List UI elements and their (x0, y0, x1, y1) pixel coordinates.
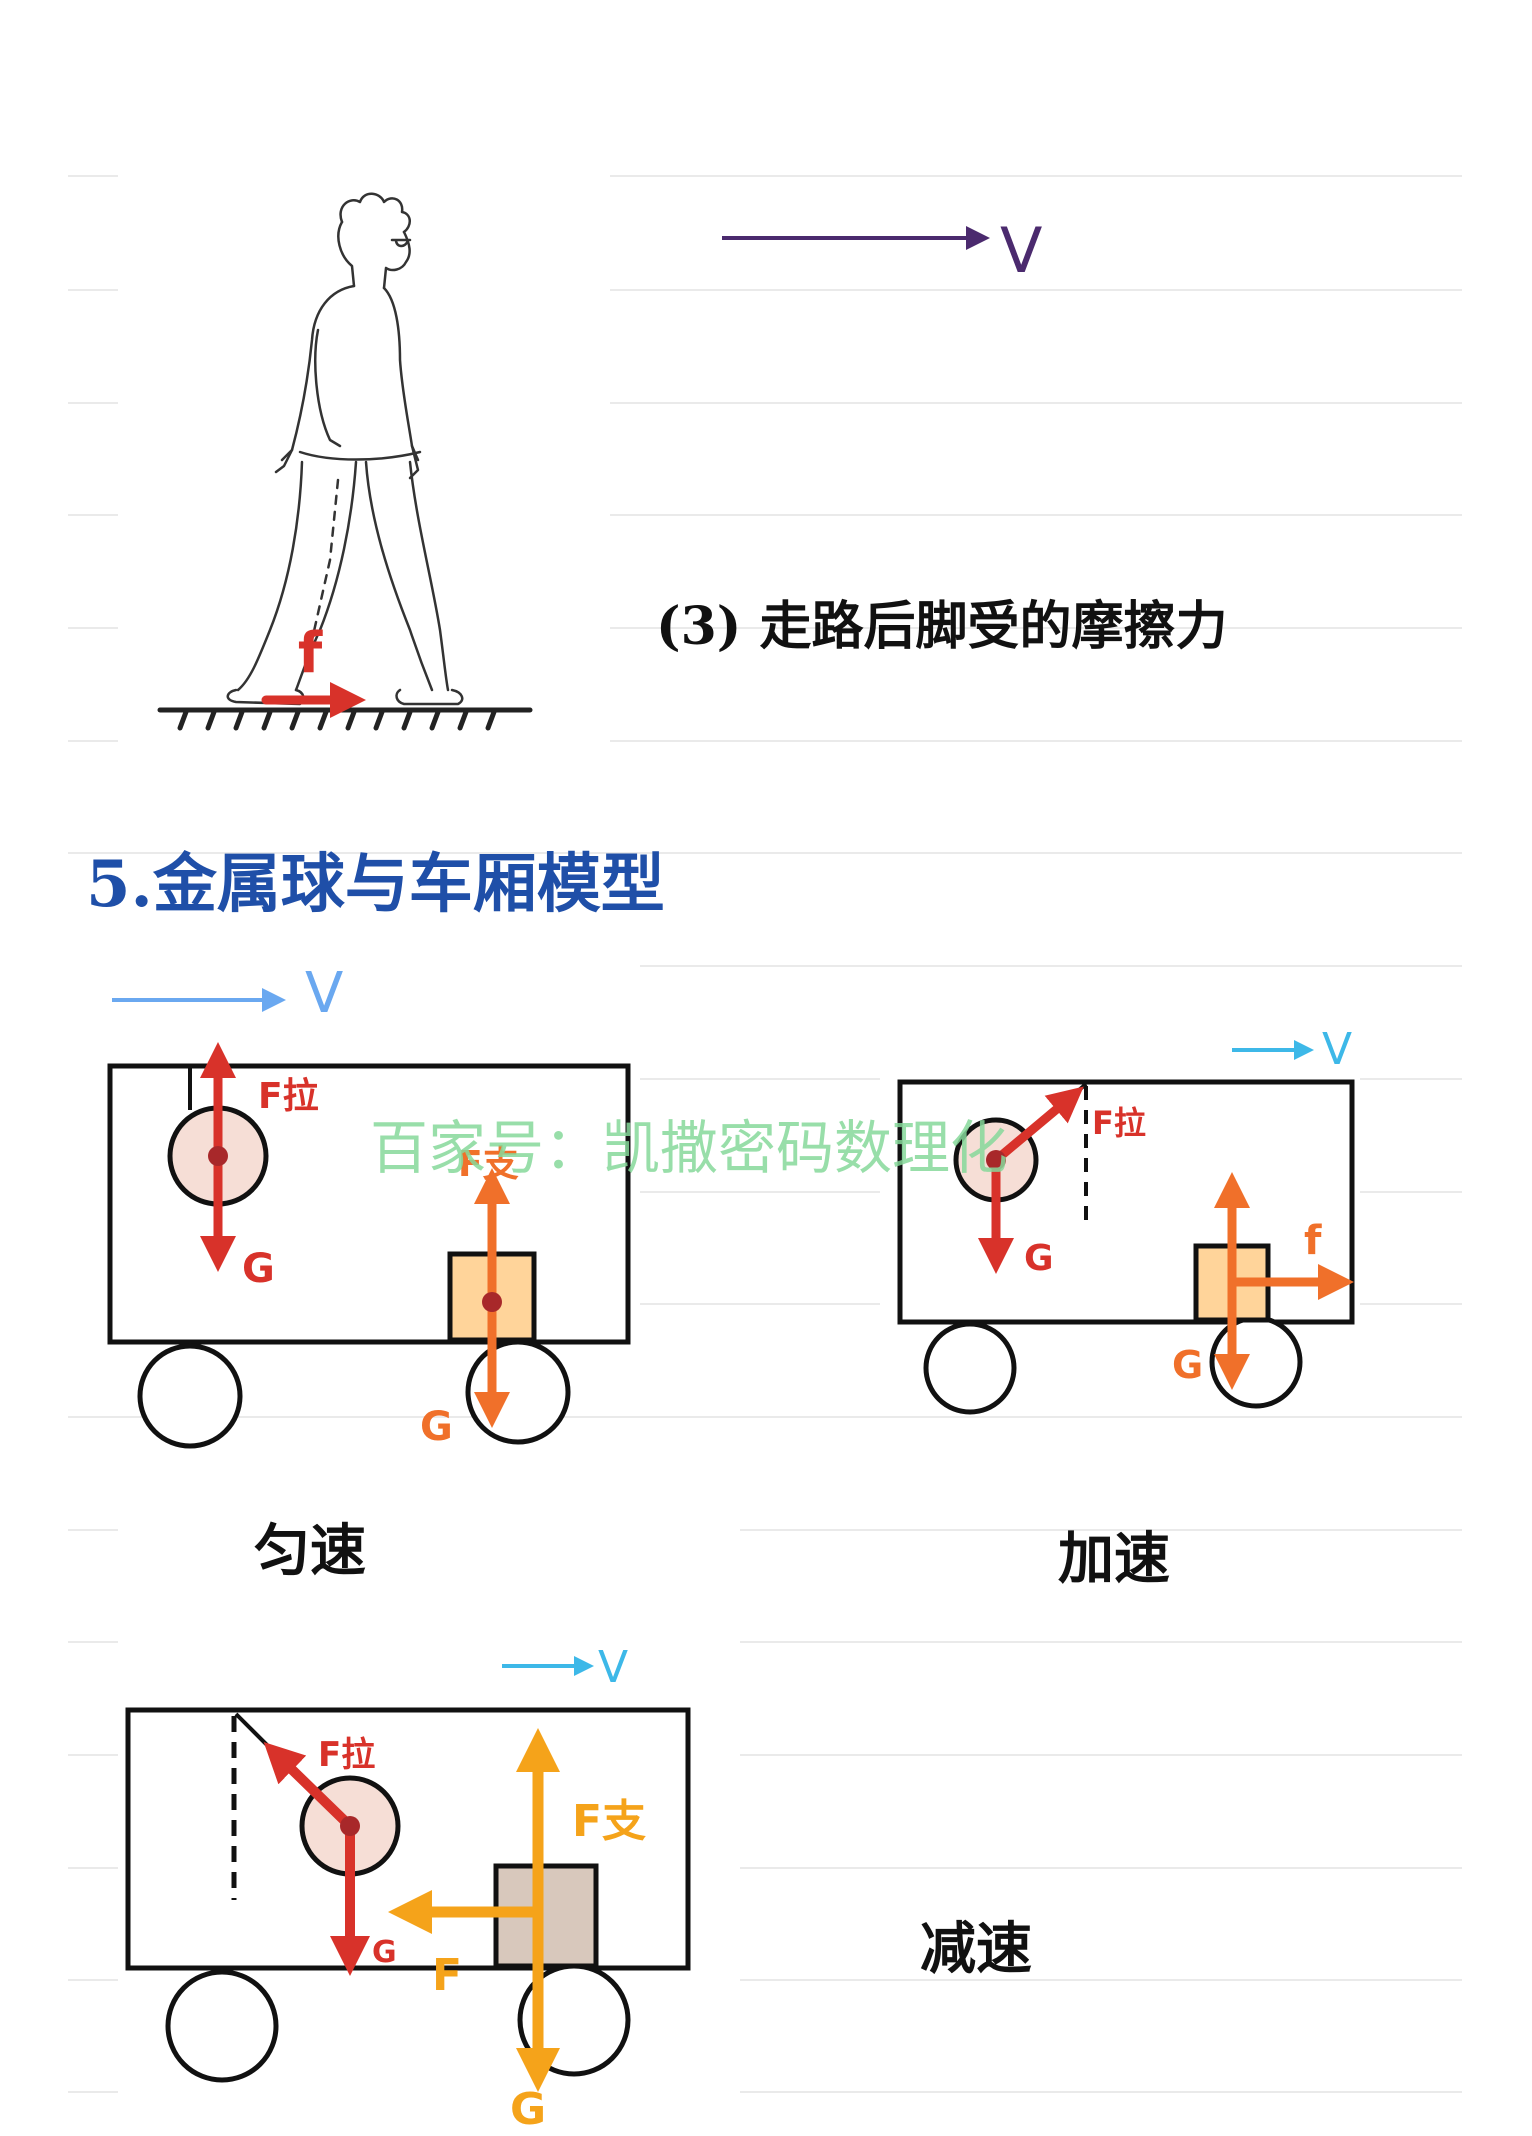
uniform-wheel-left (137, 1343, 243, 1449)
decelerate-support-label: F支 (572, 1796, 646, 1847)
uniform-velocity-label: V (305, 961, 343, 1026)
accelerate-tension-arrow (993, 1086, 1084, 1164)
velocity-label: V (1000, 214, 1042, 287)
uniform-wheel-right (465, 1339, 571, 1445)
uniform-diagram: V F拉 G F支 G 匀速 (107, 961, 631, 1584)
walking-man-illustration (226, 192, 464, 706)
decelerate-ball-center (340, 1816, 360, 1836)
uniform-ball-gravity-label: G (242, 1246, 275, 1292)
uniform-caption: 匀速 (254, 1518, 366, 1584)
accelerate-diagram: V F拉 G f G 加速 (897, 1024, 1355, 1592)
accelerate-block-gravity-label: G (1172, 1343, 1203, 1387)
accelerate-ball-gravity-label: G (1024, 1238, 1054, 1279)
uniform-support-label: F支 (458, 1144, 519, 1185)
accelerate-wheel-right (1209, 1315, 1303, 1409)
uniform-block-gravity-label: G (420, 1404, 453, 1450)
decelerate-friction-label: F (432, 1950, 462, 2001)
accelerate-cart-body (897, 1079, 1355, 1325)
decelerate-block-gravity-label: G (510, 2084, 546, 2135)
decelerate-diagram: V F拉 G F支 F G 减速 (125, 1642, 1032, 2135)
uniform-tension-label: F拉 (258, 1076, 319, 1117)
section3-caption: (3) 走路后脚受的摩擦力 (656, 596, 1228, 657)
decelerate-wheel-left (165, 1969, 279, 2083)
section5-title: 5.金属球与车厢模型 (86, 847, 665, 922)
uniform-ball-center (208, 1146, 228, 1166)
watermark: 百家号：凯撒密码数理化 (370, 1114, 1008, 1182)
decelerate-cart-body (125, 1707, 691, 1971)
accelerate-caption: 加速 (1058, 1526, 1170, 1592)
decelerate-ball-gravity-label: G (372, 1935, 397, 1970)
decelerate-caption: 减速 (920, 1916, 1032, 1982)
accelerate-velocity-label: V (1322, 1024, 1352, 1075)
accelerate-tension-label: F拉 (1092, 1104, 1146, 1142)
decelerate-tension-arrow (263, 1742, 354, 1830)
decelerate-tension-label: F拉 (318, 1735, 375, 1775)
ruled-lines (68, 175, 1462, 2093)
decelerate-block (493, 1863, 599, 1969)
accelerate-wheel-left (923, 1321, 1017, 1415)
uniform-block-center (482, 1292, 502, 1312)
accelerate-ball-center (986, 1150, 1006, 1170)
decelerate-velocity-label: V (598, 1642, 628, 1693)
accelerate-friction-label: f (1304, 1218, 1322, 1264)
friction-label: f (298, 621, 323, 686)
ground-surface (157, 707, 533, 731)
uniform-cart-body (107, 1063, 631, 1345)
